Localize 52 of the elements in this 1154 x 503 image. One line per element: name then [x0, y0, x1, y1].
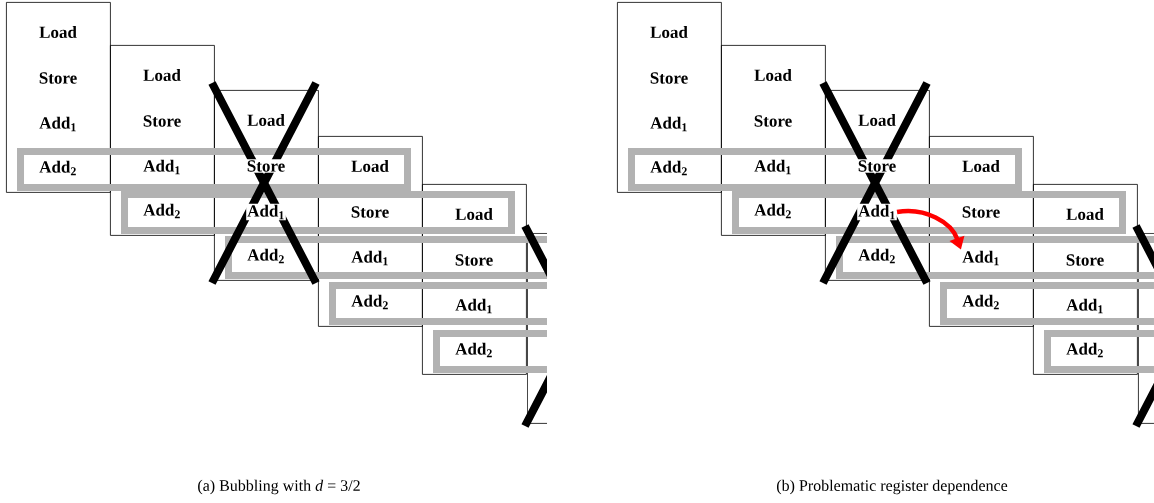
instruction-label: Add$_{2}$: [1065, 341, 1105, 359]
instruction-label: Add$_{1}$: [649, 115, 689, 133]
stage-column: [721, 45, 826, 236]
instruction-label: Load: [857, 113, 897, 127]
instruction-label: Add$_{2}$: [857, 247, 897, 265]
instruction-label: Add$_{2}$: [350, 293, 390, 311]
instruction-label: Store: [37, 71, 79, 85]
instruction-label: Add$_{2}$: [246, 247, 286, 265]
instruction-label: Add$_{2}$: [38, 159, 78, 177]
instruction-label: Load: [38, 25, 78, 39]
instruction-label: Load: [350, 159, 390, 173]
stage-column: [1138, 233, 1154, 424]
stage-column: [422, 184, 527, 375]
stage-column: [318, 136, 423, 327]
instruction-label: Load: [142, 68, 182, 82]
instruction-label: Store: [245, 159, 287, 173]
instruction-label: Store: [1064, 253, 1106, 267]
instruction-label: Add$_{2}$: [142, 202, 182, 220]
instruction-label: Load: [649, 25, 689, 39]
subfigure-caption: (a) Bubbling with d = 3/2: [198, 479, 360, 495]
instruction-label: Add$_{1}$: [246, 203, 286, 221]
instruction-label: Add$_{1}$: [142, 158, 182, 176]
instruction-label: Add$_{2}$: [649, 159, 689, 177]
stage-column: [527, 233, 547, 424]
instruction-label: Store: [856, 159, 898, 173]
instruction-label: Add$_{1}$: [454, 297, 494, 315]
instruction-label: Load: [1065, 207, 1105, 221]
stage-column: [110, 45, 215, 236]
instruction-label: Add$_{1}$: [961, 249, 1001, 267]
instruction-label: Load: [454, 207, 494, 221]
instruction-label: Store: [453, 253, 495, 267]
instruction-label: Add$_{2}$: [961, 293, 1001, 311]
instruction-label: Store: [648, 71, 690, 85]
instruction-label: Add$_{1}$: [350, 249, 390, 267]
instruction-label: Load: [246, 113, 286, 127]
instruction-label: Store: [349, 205, 391, 219]
instruction-label: Add$_{2}$: [753, 202, 793, 220]
instruction-label: Load: [753, 68, 793, 82]
stage-column: [929, 136, 1034, 327]
instruction-label: Add$_{2}$: [454, 341, 494, 359]
instruction-label: Add$_{1}$: [857, 203, 897, 221]
instruction-label: Add$_{1}$: [1065, 297, 1105, 315]
stage-column: [6, 2, 111, 193]
subfigure-caption: (b) Problematic register dependence: [777, 479, 1008, 495]
instruction-label: Store: [141, 114, 183, 128]
instruction-label: Store: [752, 114, 794, 128]
instruction-label: Load: [961, 159, 1001, 173]
instruction-label: Add$_{1}$: [753, 158, 793, 176]
instruction-label: Add$_{1}$: [38, 115, 78, 133]
instruction-label: Store: [960, 205, 1002, 219]
stage-column: [1033, 184, 1138, 375]
stage-column: [617, 2, 722, 193]
